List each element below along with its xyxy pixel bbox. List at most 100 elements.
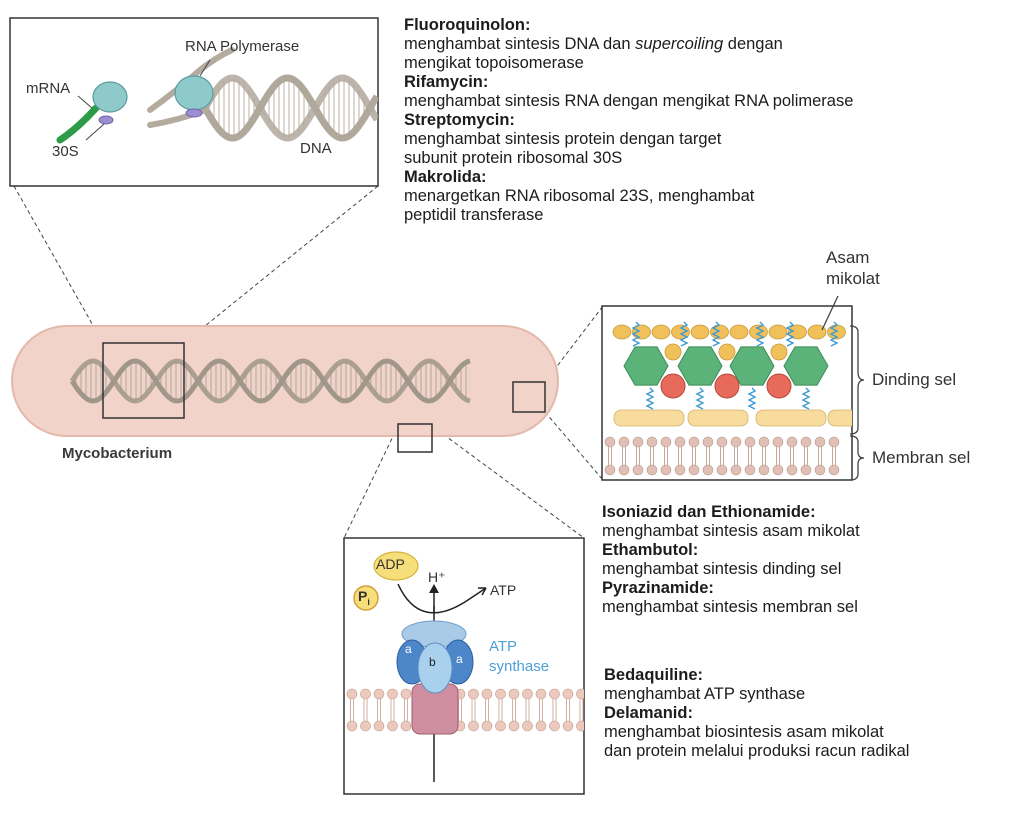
atp-synthase-label-line2: synthase bbox=[489, 658, 550, 675]
mycolic-acid-label-line2: mikolat bbox=[826, 269, 880, 288]
cell-wall-brace bbox=[849, 325, 865, 435]
membrane-lipid-head bbox=[786, 464, 798, 476]
drug-desc-delamanid: menghambat biosintesis asam mikolat bbox=[604, 723, 884, 741]
membrane-lipid-head bbox=[688, 436, 700, 448]
membrane-lipid-head bbox=[716, 464, 728, 476]
mrna-label: mRNA bbox=[26, 80, 71, 97]
membrane-lipid-head bbox=[495, 720, 506, 732]
30s-label: 30S bbox=[52, 143, 79, 160]
drug-desc-streptomycin-2: subunit protein ribosomal 30S bbox=[404, 149, 623, 167]
atp-synthase-label-line1: ATP bbox=[489, 638, 518, 655]
membrane-lipid-head bbox=[814, 464, 826, 476]
mycolic-acid-chain bbox=[801, 387, 811, 410]
atp-label: ATP bbox=[490, 582, 517, 598]
membrane-lipid-head bbox=[495, 688, 506, 700]
helix-strand-front bbox=[69, 358, 471, 404]
membrane-lipid-head bbox=[522, 688, 533, 700]
drug-name-isoniazid: Isoniazid dan Ethionamide: bbox=[602, 503, 816, 521]
drug-name-pyrazinamide: Pyrazinamide: bbox=[602, 579, 714, 597]
membrane-lipid-head bbox=[814, 436, 826, 448]
mycolic-acid-chain bbox=[755, 321, 765, 347]
drug-name-rifamycin: Rifamycin: bbox=[404, 73, 489, 91]
drug-name-delamanid: Delamanid: bbox=[604, 704, 693, 722]
peptidoglycan-bar bbox=[755, 409, 827, 427]
drug-desc-isoniazid: menghambat sintesis asam mikolat bbox=[602, 522, 860, 540]
mycolic-acid-chain bbox=[695, 387, 705, 410]
lipid-head bbox=[768, 324, 788, 340]
membrane-lipid-head bbox=[373, 688, 385, 700]
helix-strand-back bbox=[69, 358, 471, 404]
membrane-lipid-head bbox=[400, 688, 412, 700]
membrane-lipid-head bbox=[660, 464, 672, 476]
atp-synthase-inset bbox=[343, 537, 585, 795]
membrane-lipid-head bbox=[549, 688, 560, 700]
drug-desc-pyrazinamide: menghambat sintesis membran sel bbox=[602, 598, 858, 616]
ribosome-30s bbox=[98, 115, 114, 125]
drug-desc-fluoroquinolon: menghambat sintesis DNA dan supercoiling… bbox=[404, 35, 783, 53]
drug-desc-delamanid-2: dan protein melalui produksi racun radik… bbox=[604, 742, 910, 760]
sugar-circle bbox=[770, 343, 788, 361]
dna-zoom-box bbox=[102, 342, 185, 419]
membrane-lipid-head bbox=[481, 688, 493, 700]
membrane-lipid-head bbox=[481, 720, 493, 732]
h-plus-label: H⁺ bbox=[428, 569, 446, 585]
membrane-lipid-head bbox=[772, 436, 784, 448]
drug-name-bedaquiline: Bedaquiline: bbox=[604, 666, 704, 684]
membrane-lipid-head bbox=[468, 720, 479, 732]
membrane-lipid-head bbox=[772, 464, 784, 476]
peptidoglycan-bar bbox=[687, 409, 749, 427]
mycolic-acid-label-line1: Asam bbox=[826, 248, 870, 267]
membrane-lipid-head bbox=[576, 720, 584, 732]
membrane-lipid-head bbox=[702, 464, 714, 476]
membrane-lipid-head bbox=[744, 464, 756, 476]
pi-label: Pi bbox=[358, 588, 370, 607]
membrane-lipid-head bbox=[618, 436, 630, 448]
membrane-lipid-head bbox=[702, 436, 714, 448]
drug-desc-streptomycin: menghambat sintesis protein dengan targe… bbox=[404, 130, 722, 148]
wall-zoom-box bbox=[512, 381, 546, 413]
mycolic-acid-chain bbox=[711, 321, 721, 347]
pi-bubble bbox=[353, 585, 379, 611]
membrane-lipid-head bbox=[828, 464, 840, 476]
membrane-lipid-head bbox=[562, 720, 574, 732]
drug-desc-makrolida-2: peptidil transferase bbox=[404, 206, 544, 224]
membrane-lipid-head bbox=[549, 720, 560, 732]
cell-membrane-label: Membran sel bbox=[872, 448, 971, 467]
membrane-lipid-head bbox=[828, 436, 840, 448]
drug-desc-makrolida: menargetkan RNA ribosomal 23S, menghamba… bbox=[404, 187, 755, 205]
membrane-lipid-head bbox=[373, 720, 385, 732]
lipid-head bbox=[729, 324, 749, 340]
inset-dna-helix bbox=[201, 74, 378, 142]
membrane-lipid-head bbox=[716, 436, 728, 448]
membrane-lipid-head bbox=[646, 436, 658, 448]
membrane-lipid-head bbox=[576, 688, 584, 700]
drug-list-bottom: Bedaquiline: menghambat ATP synthase Del… bbox=[604, 666, 909, 761]
mycolic-acid-chain bbox=[679, 321, 689, 347]
membrane-lipid-head bbox=[604, 464, 616, 476]
membrane-lipid-head bbox=[360, 720, 371, 732]
reaction-arrowhead bbox=[478, 587, 487, 596]
lipid-head bbox=[612, 324, 632, 340]
membrane-lipid-head bbox=[387, 688, 398, 700]
reaction-arrow bbox=[397, 583, 487, 614]
peptidoglycan-circle bbox=[766, 373, 792, 399]
sugar-circle bbox=[664, 343, 682, 361]
membrane-lipid-head bbox=[562, 688, 574, 700]
mycolic-acid-chain bbox=[785, 321, 795, 347]
drug-name-fluoroquinolon: Fluoroquinolon: bbox=[404, 16, 531, 34]
membrane-lipid-head bbox=[535, 688, 547, 700]
drug-list-middle: Isoniazid dan Ethionamide: menghambat si… bbox=[602, 503, 860, 617]
membrane-lipid-head bbox=[758, 464, 770, 476]
mycolic-pointer bbox=[821, 295, 839, 331]
dna-inset bbox=[9, 17, 379, 187]
membrane-lipid-head bbox=[360, 688, 371, 700]
arabinogalactan-hexagon bbox=[783, 346, 829, 386]
arabinogalactan-hexagon bbox=[677, 346, 723, 386]
membrane-lipid-head bbox=[646, 464, 658, 476]
arabinogalactan-hexagon bbox=[729, 346, 775, 386]
mycolic-acid-chain bbox=[747, 387, 757, 410]
subunit-a-left-label: a bbox=[405, 642, 412, 656]
cell-wall-label: Dinding sel bbox=[872, 370, 957, 389]
drug-desc-ethambutol: menghambat sintesis dinding sel bbox=[602, 560, 842, 578]
